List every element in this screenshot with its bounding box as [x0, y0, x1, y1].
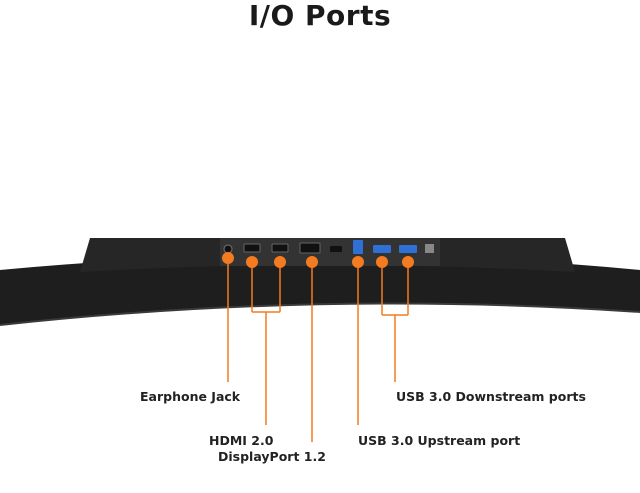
usb-upstream-port	[353, 240, 363, 254]
kensington-port	[425, 244, 434, 253]
dot-usb-down-2	[402, 256, 414, 268]
monitor-curved-body	[0, 255, 640, 325]
dot-earphone	[222, 252, 234, 264]
usb-downstream-label: USB 3.0 Downstream ports	[396, 389, 586, 404]
usb-downstream-port-1	[373, 245, 391, 253]
usb-downstream-port-2	[399, 245, 417, 253]
hdmi-label: HDMI 2.0	[209, 433, 274, 448]
callout-dots	[222, 252, 414, 268]
usb-upstream-label: USB 3.0 Upstream port	[358, 433, 521, 448]
page-title: I/O Ports	[248, 0, 392, 32]
dot-hdmi-1	[246, 256, 258, 268]
power-port	[330, 246, 342, 252]
callout-lines	[227, 259, 409, 442]
dot-hdmi-2	[274, 256, 286, 268]
displayport-label: DisplayPort 1.2	[218, 449, 326, 464]
earphone-jack-port	[223, 244, 233, 254]
monitor-bottom-edge	[0, 302, 640, 326]
dot-usb-down-1	[376, 256, 388, 268]
dot-displayport	[306, 256, 318, 268]
hdmi-port-1	[243, 243, 261, 253]
dot-usb-upstream	[352, 256, 364, 268]
hdmi-port-2	[271, 243, 289, 253]
earphone-jack-label: Earphone Jack	[140, 389, 241, 404]
displayport-port	[299, 242, 321, 254]
